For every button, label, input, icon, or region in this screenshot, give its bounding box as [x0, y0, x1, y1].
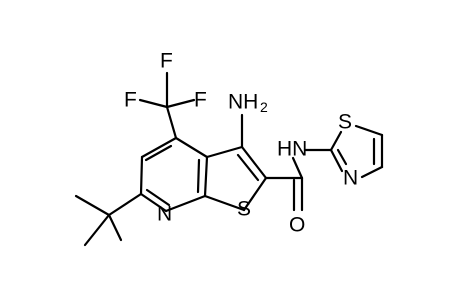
bond-c3-c2-double [236, 153, 260, 182]
bond-c6-tbu [107, 192, 143, 217]
atom-f-right: F [194, 89, 207, 112]
bond-c4-c5 [140, 136, 178, 159]
bond-c3a-c4 [174, 136, 209, 159]
bond-c2-s1 [242, 176, 268, 212]
bond-n7-c7a [164, 194, 207, 213]
bond-tz-n-c2-double [336, 148, 348, 166]
atom-thiazole-n: N [343, 167, 358, 190]
bond-tz-c2-s [329, 130, 343, 152]
bond-cf3-left [138, 98, 169, 109]
bond-c6-n7 [139, 192, 168, 213]
bond-c7a-c3a [203, 155, 209, 198]
atom-amine-subscript: 2 [260, 99, 268, 115]
atom-thiazole-s: S [338, 111, 352, 134]
atom-pyridine-n: N [157, 203, 172, 226]
bond-tz-n-c2 [329, 148, 344, 173]
atom-amide-nh: HN [277, 138, 307, 161]
bond-tbu-me1 [74, 194, 111, 217]
bond-c7a-c3a-double [196, 158, 201, 194]
bond-c5-c6 [139, 155, 144, 196]
atom-carbonyl-o: O [289, 214, 305, 237]
bond-tz-s-c5 [354, 124, 384, 137]
bond-c4-c5-double [144, 144, 173, 162]
atom-f-left: F [124, 89, 137, 112]
bond-s1-c7a [203, 194, 246, 212]
atom-amine-n: NH [228, 91, 258, 114]
bond-c3-c2 [240, 145, 268, 180]
atom-thiophene-s: S [237, 198, 251, 221]
bond-c3a-c3 [205, 145, 244, 159]
bond-tz-c4-n [360, 165, 384, 179]
bond-carbonyl-nh [291, 156, 304, 180]
bond-tbu-me2 [83, 213, 111, 247]
bond-cf3-right [165, 98, 196, 109]
bond-cf3-ring [165, 105, 178, 140]
atom-f-top: F [160, 50, 173, 73]
bond-tbu-me3 [107, 213, 123, 242]
bond-c6-n7-double [145, 188, 171, 207]
